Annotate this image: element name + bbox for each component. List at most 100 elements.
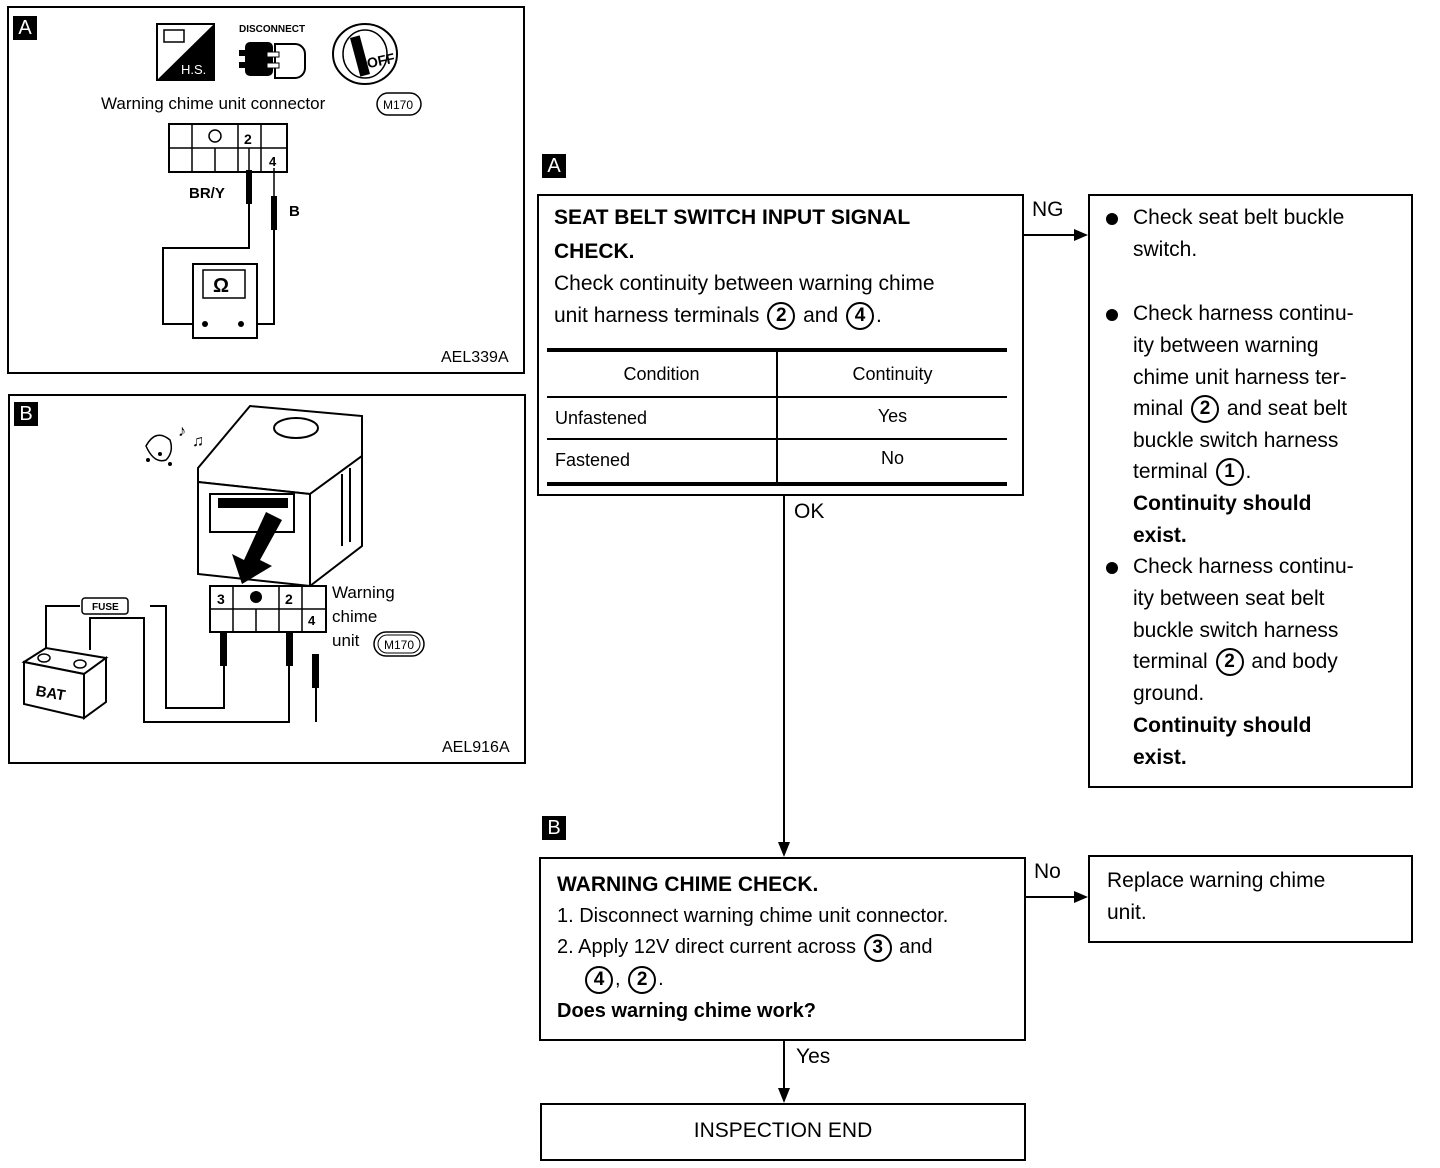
chime-sound-icon: ♪ ♫	[145, 423, 204, 466]
step2-comma: ,	[615, 968, 621, 990]
pin-2-label: 2	[285, 591, 293, 607]
wire-bry-label: BR/Y	[189, 185, 225, 202]
panel-a-tag: A	[13, 16, 37, 40]
svg-text:♪: ♪	[178, 423, 186, 440]
ng-b3-l3: buckle switch harness	[1133, 619, 1339, 642]
no-box-line-2: unit.	[1107, 901, 1147, 924]
connector-diagram: 3 2 4	[209, 585, 327, 633]
panel-b: B ♪ ♫	[8, 394, 526, 764]
down-arrow-icon	[232, 512, 282, 584]
step2-question: Does warning chime work?	[557, 1000, 816, 1022]
disconnect-icon: DISCONNECT	[239, 24, 306, 79]
flow-tag-a: A	[542, 154, 566, 178]
no-box-line-1: Replace warning chime	[1107, 869, 1326, 892]
ng-b3-bold-2: exist.	[1133, 746, 1187, 769]
step2-line-2: 2. Apply 12V direct current across 3 and	[557, 931, 933, 963]
wire-b-label: B	[289, 203, 300, 220]
no-label: No	[1034, 860, 1061, 883]
hand-tool-icon: H.S.	[156, 23, 215, 81]
pin-2-label: 2	[244, 131, 252, 147]
connector-code: M170	[384, 638, 414, 652]
flow-tag-b: B	[542, 816, 566, 840]
connector-diagram: 2 4	[168, 123, 288, 173]
table-header-condition: Condition	[623, 364, 700, 384]
ng-action-box: Check seat belt buckle switch. Check har…	[1088, 194, 1413, 788]
step1-title-2: CHECK.	[554, 240, 635, 263]
ng-b2-l6b: .	[1245, 460, 1252, 483]
inspection-end-box: INSPECTION END	[540, 1103, 1026, 1161]
ng-b2-bold-1: Continuity should	[1133, 492, 1312, 515]
ng-b1-l2: switch.	[1133, 238, 1198, 261]
condition-table: Condition Continuity Unfastened Yes Fast…	[547, 348, 1007, 486]
step1-title-1: SEAT BELT SWITCH INPUT SIGNAL	[554, 206, 911, 229]
terminal-4-marker: 4	[585, 965, 613, 994]
step2-title: WARNING CHIME CHECK.	[557, 873, 819, 896]
inspection-end-label: INSPECTION END	[693, 1119, 873, 1142]
ng-b2-l4b: and seat belt	[1226, 397, 1348, 420]
step1-text-1: Check continuity between warning chime	[554, 272, 935, 295]
ng-b1-l1: Check seat belt buckle	[1133, 206, 1345, 229]
seat-belt-check-box: SEAT BELT SWITCH INPUT SIGNAL CHECK. Che…	[537, 194, 1024, 496]
ng-b2-l4a: minal	[1133, 397, 1184, 420]
step2-line-2b: and	[899, 936, 933, 958]
table-header-continuity: Continuity	[852, 364, 933, 384]
ohmmeter-icon: Ω	[192, 263, 258, 339]
yes-label: Yes	[796, 1045, 831, 1068]
terminal-1-marker: 1	[1215, 458, 1244, 487]
terminal-4-marker: 4	[846, 302, 875, 331]
ng-b3-l5: ground.	[1133, 682, 1205, 705]
ng-b3-bold-1: Continuity should	[1133, 714, 1312, 737]
fuse-label: FUSE	[92, 602, 119, 613]
bullet-icon	[1106, 562, 1118, 574]
ng-b2-l2: ity between warning	[1133, 334, 1319, 357]
table-cell-yes: Yes	[877, 406, 908, 426]
battery-icon: BAT	[21, 646, 109, 720]
table-cell-unfastened: Unfastened	[555, 408, 648, 428]
fuse-icon: FUSE	[81, 597, 129, 615]
terminal-2-marker: 2	[767, 302, 796, 331]
hs-label: H.S.	[181, 62, 206, 77]
terminal-2-marker: 2	[628, 965, 657, 994]
step1-text-2c: .	[876, 304, 882, 327]
pin-4-label: 4	[269, 154, 277, 169]
step1-text-2: unit harness terminals 2 and 4.	[554, 300, 882, 332]
arrow-down-icon	[778, 842, 790, 857]
panel-a-caption: AEL339A	[441, 349, 509, 366]
unit-label-2: chime	[332, 607, 377, 626]
chime-check-box: WARNING CHIME CHECK. 1. Disconnect warni…	[539, 857, 1026, 1041]
step1-text-2b: and	[803, 304, 839, 327]
off-label: OFF	[365, 50, 396, 72]
ok-label: OK	[794, 500, 825, 523]
terminal-2-marker: 2	[1215, 648, 1244, 677]
bullet-icon	[1106, 213, 1118, 225]
chime-unit-drawing	[197, 404, 363, 589]
terminal-2-marker: 2	[1191, 395, 1220, 424]
ng-b3-l2: ity between seat belt	[1133, 587, 1325, 610]
arrow-down-icon	[778, 1088, 790, 1103]
step2-line-2a: 2. Apply 12V direct current across	[557, 936, 857, 958]
panel-a-illustration: H.S. DISCONNECT OFF Warning chime unit c…	[101, 23, 509, 366]
pin-4-label: 4	[308, 613, 316, 628]
connector-label: Warning chime unit connector	[101, 94, 326, 113]
bullet-icon	[1106, 309, 1118, 321]
unit-label-3: unit	[332, 631, 360, 650]
arrow-right-icon	[1074, 891, 1088, 903]
panel-a: A H.S. DISCONNECT OFF Warning chime unit	[7, 6, 525, 374]
panel-b-illustration: ♪ ♫ 3 2 4	[21, 404, 510, 756]
table-cell-no: No	[880, 448, 904, 468]
bat-label: BAT	[34, 683, 66, 705]
ng-b2-l4: minal 2 and seat belt	[1133, 393, 1347, 425]
ng-label: NG	[1032, 198, 1064, 221]
terminal-3-marker: 3	[863, 933, 892, 962]
disconnect-label: DISCONNECT	[239, 24, 305, 35]
ng-b2-l5: buckle switch harness	[1133, 429, 1339, 452]
unit-label-1: Warning	[332, 583, 395, 602]
step1-text-2a: unit harness terminals	[554, 304, 760, 327]
replace-unit-box: Replace warning chime unit.	[1088, 855, 1413, 943]
ng-b2-l3: chime unit harness ter-	[1133, 366, 1347, 389]
ng-b3-l4a: terminal	[1133, 650, 1208, 673]
ng-b2-l6: terminal 1.	[1133, 456, 1251, 488]
svg-text:♫: ♫	[192, 433, 204, 450]
ng-b2-bold-2: exist.	[1133, 524, 1187, 547]
table-cell-fastened: Fastened	[555, 450, 631, 470]
